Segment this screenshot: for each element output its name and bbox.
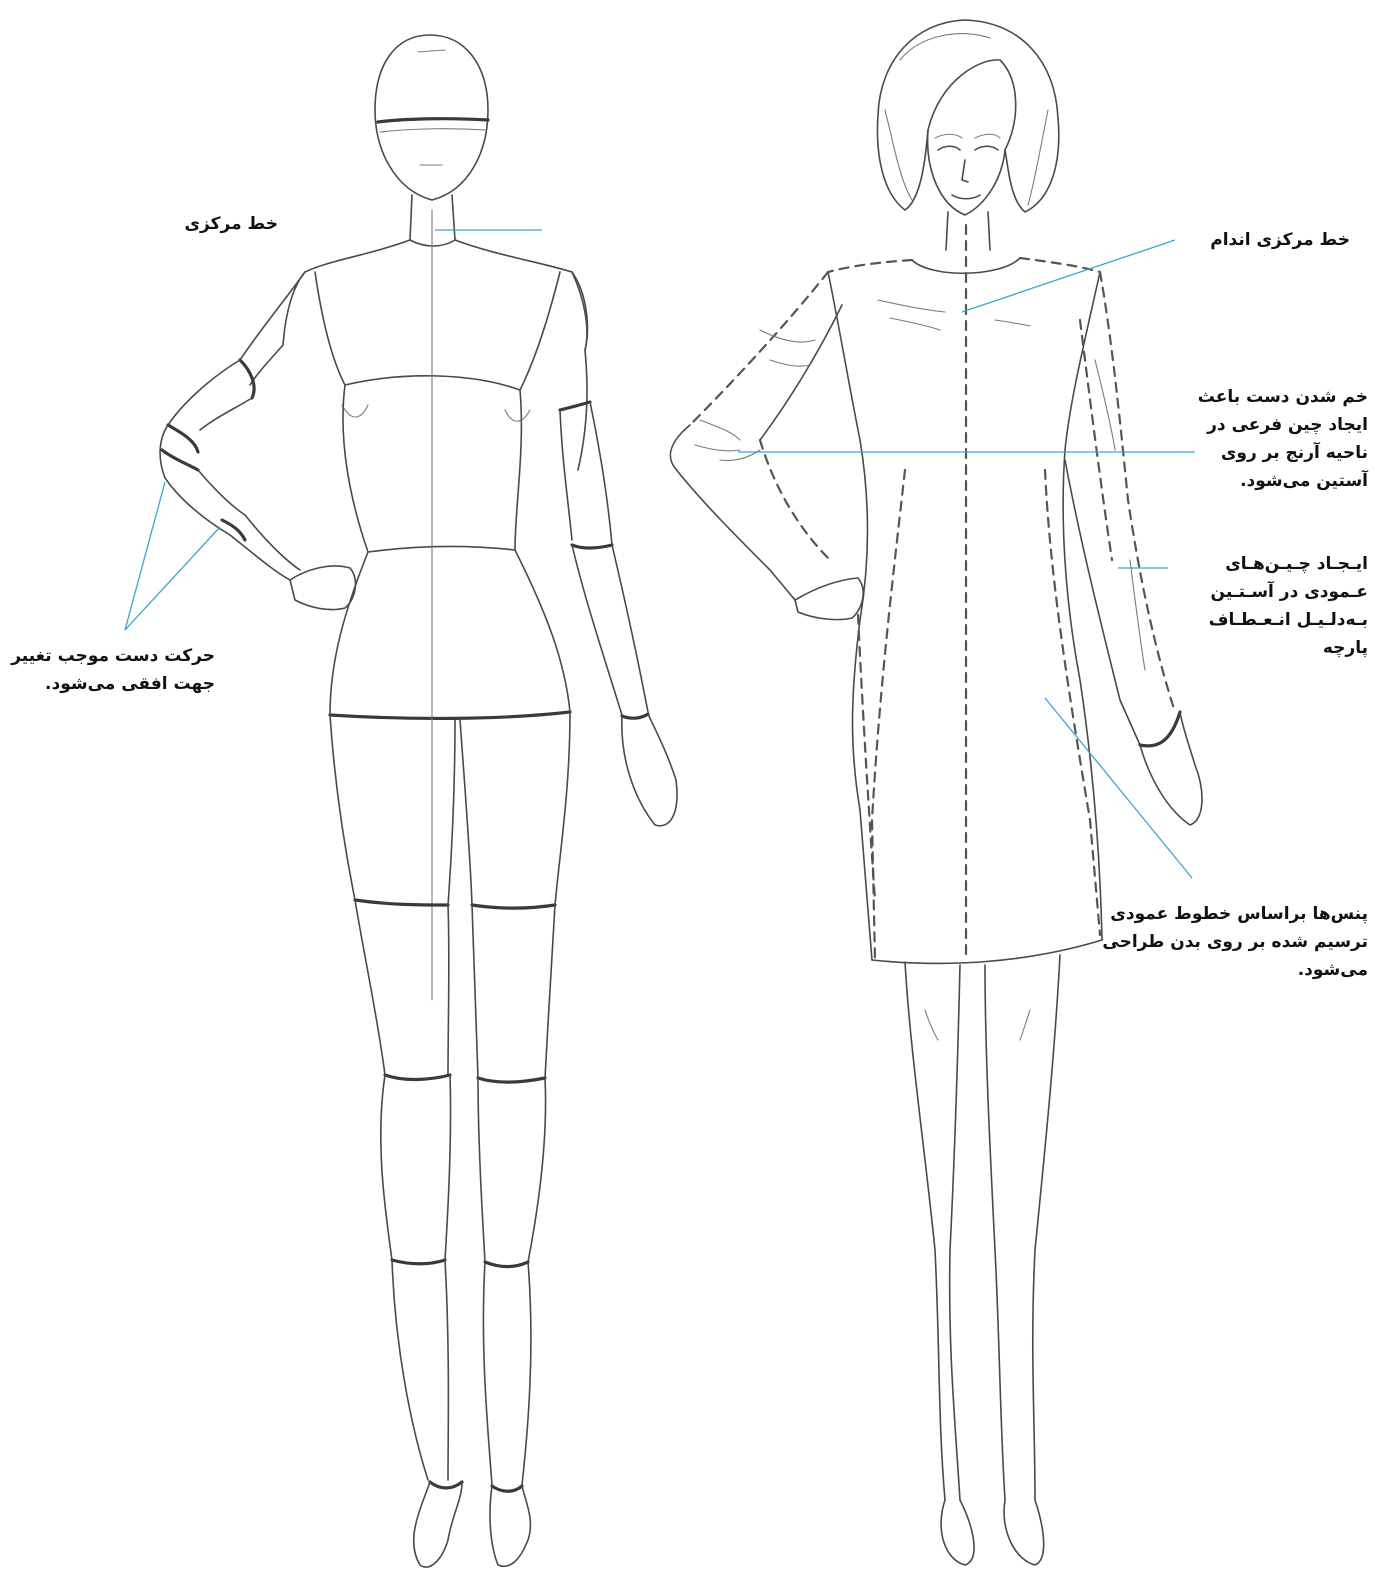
label-arm-motion: حرکت دست موجب تغییر جهت افقی می‌شود. [11,642,215,698]
label-center-line: خط مرکزی [184,210,278,238]
label-line: می‌شود. [1102,956,1368,984]
label-line: خط مرکزی اندام [1210,226,1350,254]
label-line: خم شدن دست باعث [1198,383,1368,411]
label-vertical-folds: ایـجـاد چـیـن‌هـای عـمودی در آسـتـین بـه… [1209,550,1368,662]
leader-darts [1045,698,1192,878]
label-line: عـمودی در آسـتـین [1209,578,1368,606]
leader-body-center [962,240,1175,312]
label-line: خط مرکزی [184,210,278,238]
label-line: پارچه [1209,634,1368,662]
label-line: جهت افقی می‌شود. [11,670,215,698]
label-line: ترسیم شده بر روی بدن طراحی [1102,928,1368,956]
label-line: ناحیه آرنج بر روی [1198,439,1368,467]
label-line: پنس‌ها براساس خطوط عمودی [1102,900,1368,928]
label-body-center-line: خط مرکزی اندام [1210,226,1350,254]
label-line: بـه‌دلـیـل انـعـطـاف [1209,606,1368,634]
label-line: حرکت دست موجب تغییر [11,642,215,670]
left-croquis-figure [160,35,677,1567]
label-darts: پنس‌ها براساس خطوط عمودی ترسیم شده بر رو… [1102,900,1368,984]
label-line: ایجاد چین فرعی در [1198,411,1368,439]
label-elbow-bend: خم شدن دست باعث ایجاد چین فرعی در ناحیه … [1198,383,1368,495]
label-line: ایـجـاد چـیـن‌هـای [1209,550,1368,578]
label-line: آستین می‌شود. [1198,467,1368,495]
